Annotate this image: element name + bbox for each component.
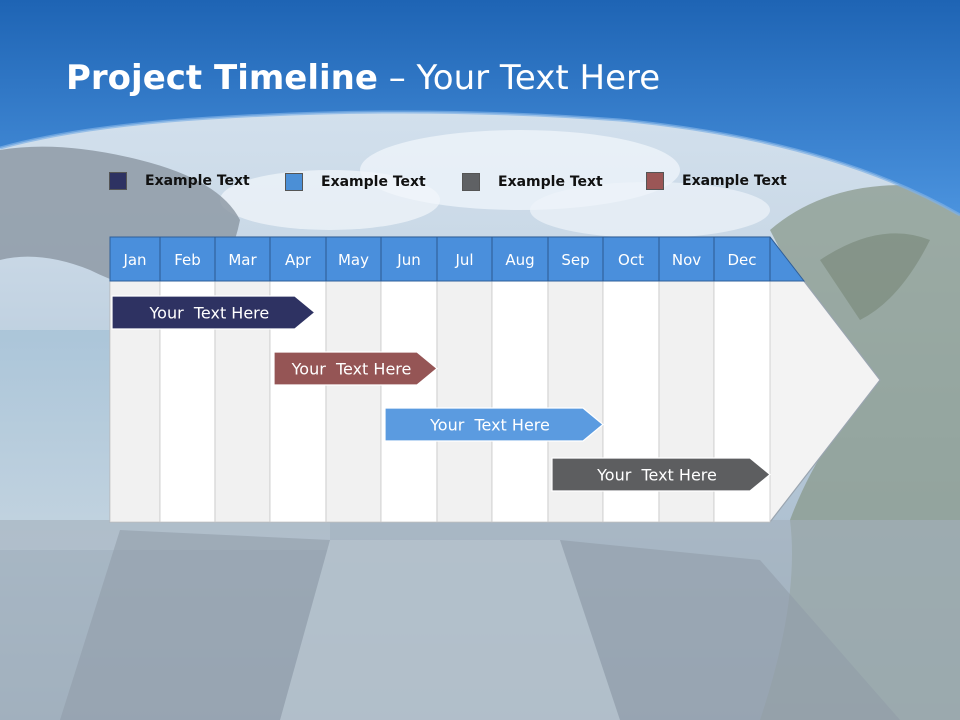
legend-label: Example Text <box>682 173 787 189</box>
month-column <box>491 280 549 523</box>
month-label: Jul <box>454 251 473 269</box>
month-label: Aug <box>505 251 534 269</box>
task-label: Your Text Here <box>596 466 717 485</box>
task-arrow <box>111 295 316 330</box>
legend-label: Example Text <box>498 174 603 190</box>
title-rest: – Your Text Here <box>377 58 661 98</box>
task-label: Your Text Here <box>149 304 270 323</box>
month-label: Dec <box>727 251 756 269</box>
month-label: Nov <box>672 251 701 269</box>
page-title: Project Timeline – Your Text Here <box>66 58 660 98</box>
legend-item: Example Text <box>109 171 250 191</box>
task-arrow <box>273 351 438 386</box>
month-label: Oct <box>618 251 644 269</box>
month-label: May <box>338 251 369 269</box>
legend-swatch <box>285 173 303 191</box>
month-column <box>380 280 438 523</box>
legend-swatch <box>646 172 664 190</box>
month-label: Jan <box>122 251 146 269</box>
month-label: Feb <box>174 251 201 269</box>
month-label: Jun <box>396 251 420 269</box>
legend-item: Example Text <box>462 172 603 192</box>
legend-label: Example Text <box>321 174 426 190</box>
month-header-row <box>109 236 806 282</box>
month-label: Apr <box>285 251 312 269</box>
task-arrow <box>551 457 771 492</box>
month-column <box>436 280 493 523</box>
task-arrow <box>384 407 604 442</box>
month-label: Mar <box>228 251 257 269</box>
legend-item: Example Text <box>646 171 787 191</box>
title-bold: Project Timeline <box>66 58 378 98</box>
legend-swatch <box>462 173 480 191</box>
month-column <box>325 280 382 523</box>
task-label: Your Text Here <box>429 416 550 435</box>
legend-item: Example Text <box>285 172 426 192</box>
legend-swatch <box>109 172 127 190</box>
legend-label: Example Text <box>145 173 250 189</box>
month-label: Sep <box>561 251 589 269</box>
task-label: Your Text Here <box>291 360 412 379</box>
